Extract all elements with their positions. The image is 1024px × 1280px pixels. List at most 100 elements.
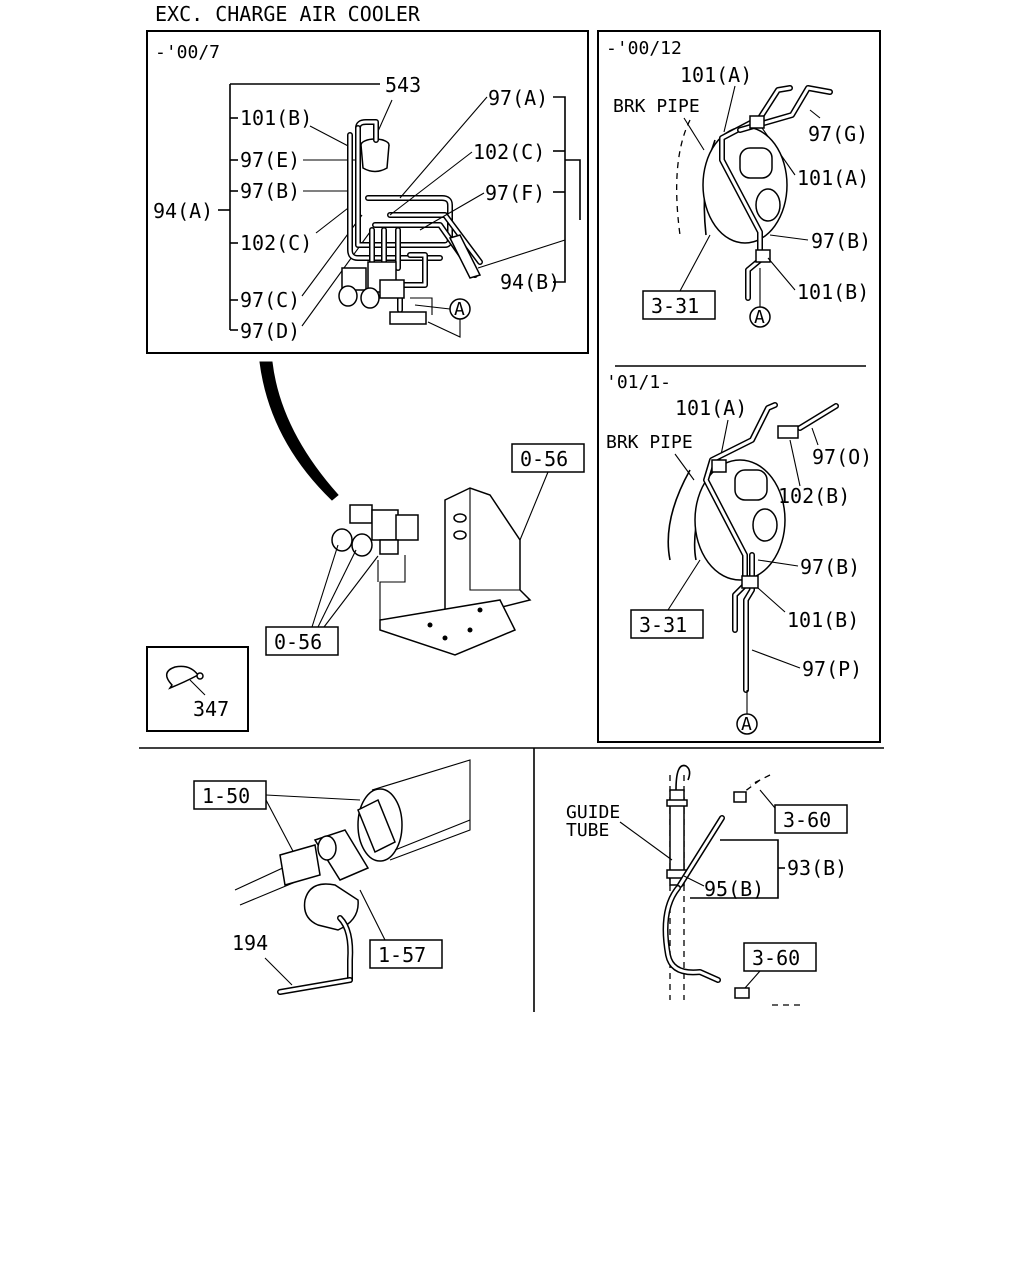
panel-top-right-date: -'00/12 [606,38,682,59]
connector-link [410,297,433,315]
leader-brk-pipe-top [683,117,705,151]
leader-94b [477,239,566,269]
valve-block-3 [379,279,405,299]
leader-97g [809,109,821,119]
leader-102b [789,439,801,487]
valve-assy-block-3 [395,514,419,541]
leader-brk-pipe-mid [674,453,695,481]
master-cylinder-outlet [755,188,781,222]
connector-bottom [389,311,427,325]
bracket-right [553,96,566,283]
leader-101a-top [723,85,736,133]
ref-box-0-56-bottom [265,626,339,656]
fitting-bottom [734,987,750,999]
label-93b: 93(B) [787,856,847,880]
valve-solenoid-2 [360,287,380,309]
label-94a: 94(A) [153,199,213,223]
leader-97b-top-right [769,234,809,241]
valve-assy-solenoid-1 [331,528,353,552]
clip-101a-top-right [749,115,765,129]
frame-bracket [444,487,532,621]
valve-solenoid-1 [338,285,358,307]
panel-top-left-date: -'00/7 [155,42,220,63]
label-194: 194 [232,931,268,955]
label-97f: 97(F) [485,181,545,205]
bracket-hole-2 [453,530,467,540]
leader-101b-mid-right [757,587,786,613]
ref-0-56-bottom-label: 0-56 [274,630,322,654]
label-97d: 97(D) [240,319,300,343]
dipstick-handle [675,764,691,791]
fitting-top [733,791,747,803]
label-97g: 97(G) [808,122,868,146]
ref-3-31-top-label: 3-31 [651,294,699,318]
ref-circle-a-top-right-label: A [754,307,765,328]
ref-1-50-label: 1-50 [202,784,250,808]
bracket-93b [690,839,779,899]
panel-mid-right-date: '01/1- [606,372,671,393]
valve-assy-solenoid-2 [351,533,373,557]
label-97c: 97(C) [240,288,300,312]
fitting-102b [777,425,799,439]
ref-circle-a-top-left-label: A [454,299,465,320]
flange-1 [357,798,396,854]
clip-101b-top-right [755,249,771,263]
label-97o: 97(O) [812,445,872,469]
label-97b-top-right: 97(B) [811,229,871,253]
base-plate [379,599,517,656]
label-94b: 94(B) [500,270,560,294]
flange-2 [279,844,321,886]
label-brk-pipe-top: BRK PIPE [613,96,700,117]
ref-1-57-label: 1-57 [378,943,426,967]
master-cylinder-outlet-mid [752,508,778,542]
brake-booster-body [702,126,788,244]
panel-top-left: -'00/7 543 101(B) 97(E) 97(B) 94(A) 102(… [146,30,589,354]
label-95b: 95(B) [704,877,764,901]
ref-box-1-50 [193,780,267,810]
bracket-102c-97f [565,159,581,220]
label-tube: TUBE [566,820,609,841]
valve-assy-block-1 [349,504,373,524]
panel-bottom-left: 1-50 194 1-57 [193,759,471,995]
label-101a-top: 101(A) [680,63,752,87]
clip-347 [166,665,200,690]
clip-box: 347 [146,646,249,732]
brake-pipe-dashed [676,119,691,236]
label-guide: GUIDE [566,802,620,823]
part-543-body [360,144,390,173]
leader-97b-mid-right [757,559,799,567]
label-97b-mid-right: 97(B) [800,555,860,579]
leader-97p [751,649,801,669]
actuator-chamber [303,883,359,931]
leader-97a [399,96,488,199]
label-102c-right: 102(C) [473,140,545,164]
master-cylinder-reservoir-mid [734,469,768,501]
label-102b: 102(B) [778,484,850,508]
ref-3-60-top-label: 3-60 [783,808,831,832]
ref-box-0-56-top [511,443,585,473]
leader-347 [189,679,206,696]
label-543: 543 [385,73,421,97]
ref-box-3-60-top [774,804,848,834]
ref-circle-a-mid-right-label: A [741,714,752,735]
clip-101b-mid-right [741,575,759,589]
label-101a-mid-right: 101(A) [675,396,747,420]
label-97e: 97(E) [240,148,300,172]
diagram-title: EXC. CHARGE AIR COOLER [155,2,421,26]
leader-102c-right [389,151,473,216]
panel-top-right: -'00/12 101(A) BRK PIPE 97(G) 101(A) 97(… [606,38,871,328]
leader-101b-top-right [767,257,796,291]
ref-box-3-60-bottom [743,942,817,972]
leader-97o [811,427,819,446]
clip-101a-mid-right [711,459,727,473]
muffler-body [371,759,471,861]
valve-assy-block-2 [371,509,399,541]
ref-box-3-31-mid [630,609,704,639]
ref-3-60-bottom-label: 3-60 [752,946,800,970]
label-brk-pipe-mid: BRK PIPE [606,432,693,453]
ref-0-56-top-label: 0-56 [520,447,568,471]
ref-box-3-31-top [642,290,716,320]
label-101a-mid: 101(A) [797,166,869,190]
ref-3-31-mid-label: 3-31 [639,613,687,637]
